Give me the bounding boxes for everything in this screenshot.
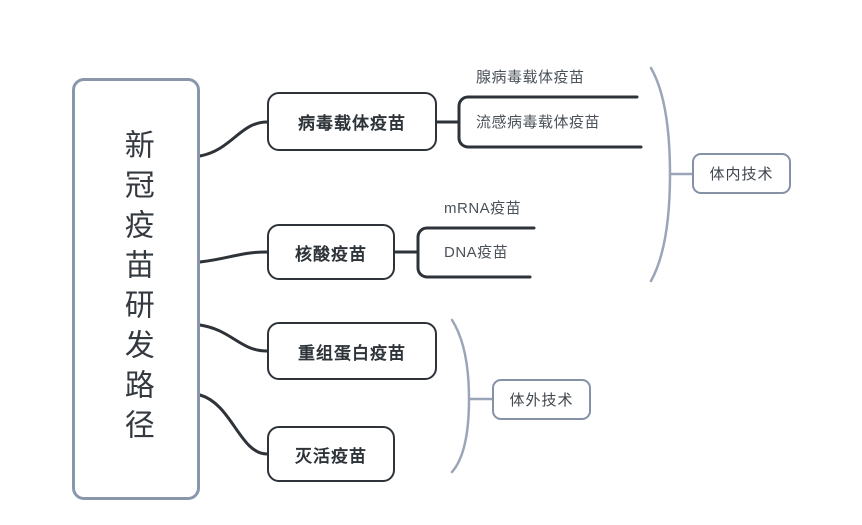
leaf-label-mrna[interactable]: mRNA疫苗 xyxy=(444,200,522,217)
leaf-label-influenza-vector[interactable]: 流感病毒载体疫苗 xyxy=(476,114,601,131)
branch-label: 病毒载体疫苗 xyxy=(298,114,406,133)
connector-root-to-protein xyxy=(198,323,269,353)
branch-node-viral-vector[interactable]: 病毒载体疫苗 xyxy=(267,92,437,151)
leaf-label-adenovirus[interactable]: 腺病毒载体疫苗 xyxy=(476,69,585,86)
leaf-label-dna[interactable]: DNA疫苗 xyxy=(444,244,509,261)
connector-root-to-nucleic xyxy=(198,250,269,264)
branch-label: 核酸疫苗 xyxy=(295,244,367,264)
branch-node-inactivated[interactable]: 灭活疫苗 xyxy=(267,426,395,482)
branch-label: 重组蛋白疫苗 xyxy=(298,343,406,363)
root-node-label: 新冠疫苗研发路径 xyxy=(119,129,153,449)
group-label: 体外技术 xyxy=(509,392,574,409)
branch-node-recombinant-protein[interactable]: 重组蛋白疫苗 xyxy=(267,322,437,380)
branch-label: 灭活疫苗 xyxy=(295,446,367,466)
connector-root-to-viral xyxy=(198,120,269,158)
brace-in-vivo xyxy=(649,66,672,283)
group-box-in-vivo[interactable]: 体内技术 xyxy=(692,153,791,194)
root-node[interactable]: 新冠疫苗研发路径 xyxy=(72,78,200,500)
brace-ex-vivo xyxy=(450,318,471,474)
group-box-ex-vivo[interactable]: 体外技术 xyxy=(492,379,591,420)
branch-node-nucleic-acid[interactable]: 核酸疫苗 xyxy=(267,224,395,280)
group-label: 体内技术 xyxy=(709,166,774,183)
connector-root-to-inactivated xyxy=(198,393,269,456)
